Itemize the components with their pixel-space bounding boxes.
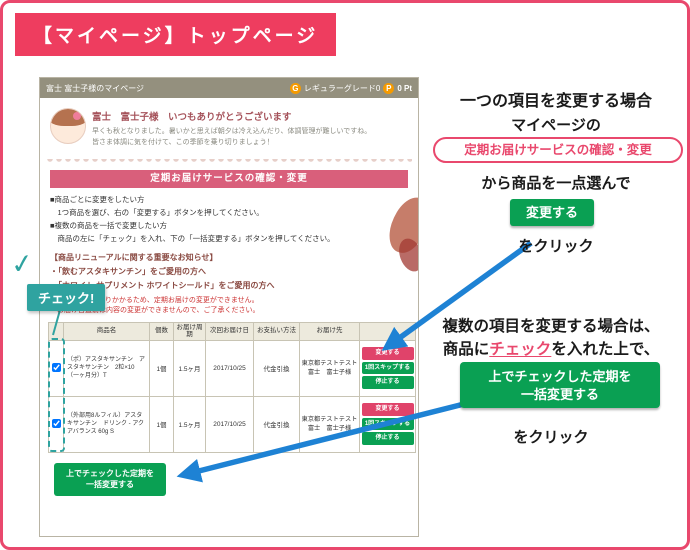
row1-cycle: 1.5ヶ月 xyxy=(173,339,206,397)
table-row: （外部用8ルフィル）アスタキサンチン ドリンク ‐ アクアバランス 60g S … xyxy=(48,395,416,453)
greeting-message-1: 早くも秋となりました。暑いかと思えば朝夕は冷え込んだり、体調管理が難しいですね。 xyxy=(92,128,372,135)
row1-change-button[interactable]: 変更する xyxy=(361,347,414,360)
section-banner: 定期お届けサービスの確認・変更 xyxy=(50,170,408,188)
notice-block: 【商品リニューアルに関する重要なお知らせ】 ・「飲むアスタキサンチン」をご愛用の… xyxy=(40,248,418,294)
col-actions xyxy=(359,321,416,341)
row1-checkbox[interactable] xyxy=(51,362,61,372)
multi-change-line: 商品にチェックを入れた上で、 xyxy=(415,337,687,359)
greeting-section: 富士 富士子様 いつもありがとうございます 早くも秋となりました。暑いかと思えば… xyxy=(40,98,418,168)
bulk-change-button[interactable]: 上でチェックした定期を 一括変更する xyxy=(54,462,166,496)
notice-link-2[interactable]: ・「ホワイト サプリメント ホワイトシールド」をご愛用の方へ xyxy=(50,281,275,291)
single-change-line-2: から商品を一点選んで xyxy=(481,175,631,192)
bulk-example-line-1: 上でチェックした定期を xyxy=(488,369,632,384)
row2-stop-button[interactable]: 停止する xyxy=(361,432,414,445)
bulk-change-button-line-2: 一括変更する xyxy=(86,480,134,490)
row2-qty: 1個 xyxy=(149,395,174,453)
row1-payment: 代金引換 xyxy=(253,339,300,397)
row2-product-name: （外部用8ルフィル）アスタキサンチン ドリンク ‐ アクアバランス 60g S xyxy=(63,395,150,453)
col-cycle: お届け周期 xyxy=(173,321,206,341)
multi-change-heading: 複数の項目を変更する場合は、 xyxy=(442,318,660,335)
subscription-table-wrap: 商品名 個数 お届け周期 次回お届け日 お支払い方法 お届け先 （ポ）アスタキサ… xyxy=(48,321,416,453)
grade-badge-label: レギュラーグレード0 xyxy=(303,83,381,93)
col-qty: 個数 xyxy=(149,321,174,341)
avatar-bow xyxy=(73,112,81,120)
table-header-row: 商品名 個数 お届け周期 次回お届け日 お支払い方法 お届け先 xyxy=(48,321,416,341)
row1-stop-button[interactable]: 停止する xyxy=(361,376,414,389)
service-name-pill: 定期お届けサービスの確認・変更 xyxy=(433,137,683,163)
bulk-change-button-line-1: 上でチェックした定期を xyxy=(66,468,154,478)
site-header: 富士 富士子様のマイページ G レギュラーグレード0 P 0 Pt xyxy=(40,78,418,98)
bulk-example-line-2: 一括変更する xyxy=(520,386,599,402)
instruction-line-4: 商品の左に「チェック」を入れ、下の「一括変更する」ボタンを押してください。 xyxy=(50,234,335,244)
row2-skip-button[interactable]: 1回スキップする xyxy=(361,417,414,431)
row1-qty: 1個 xyxy=(149,339,174,397)
wavy-divider xyxy=(46,159,412,165)
col-next-date: 次回お届け日 xyxy=(205,321,254,341)
warning-text: ※出荷の準備にとりかかるため、定期お届けの変更ができません。 お届け日直前は内容… xyxy=(40,294,418,317)
row1-next-date: 2017/10/25 xyxy=(205,339,254,397)
point-badge-label: 0 Pt xyxy=(397,83,412,93)
multi-line-prefix: 商品に xyxy=(442,341,490,358)
instructions-block: ■商品ごとに変更をしたい方 1つ商品を選び、右の「変更する」ボタンを押してくださ… xyxy=(40,188,418,248)
notice-title: 【商品リニューアルに関する重要なお知らせ】 xyxy=(50,252,218,262)
col-checkbox xyxy=(48,321,64,341)
multi-click-label: をクリック xyxy=(513,429,589,446)
instruction-line-1: ■商品ごとに変更をしたい方 xyxy=(50,195,145,204)
subscription-table: 商品名 個数 お届け周期 次回お届け日 お支払い方法 お届け先 （ポ）アスタキサ… xyxy=(48,321,416,453)
check-icon: ✓ xyxy=(8,247,36,281)
instruction-line-3: ■複数の商品を一括で変更したい方 xyxy=(50,221,168,231)
single-change-line-1: マイページの xyxy=(511,117,601,134)
grade-badge-icon: G xyxy=(289,82,301,94)
table-row: （ポ）アスタキサンチン アスタキサンチン 2粒×10（一ヶ月分）T 1個 1.5… xyxy=(48,339,416,397)
col-address: お届け先 xyxy=(299,321,360,341)
avatar xyxy=(50,108,86,144)
warning-line-2: お届け日直前は内容の変更ができませんので、ご了承ください。 xyxy=(50,307,260,315)
warning-line-1: ※出荷の準備にとりかかるため、定期お届けの変更ができません。 xyxy=(50,296,259,304)
notice-link-1[interactable]: ・「飲むアスタキサンチン」をご愛用の方へ xyxy=(50,266,206,276)
row2-next-date: 2017/10/25 xyxy=(205,395,254,453)
multi-line-highlight: チェック xyxy=(489,341,552,358)
row2-address-1: 東京都テストテスト xyxy=(301,415,358,423)
col-product: 商品名 xyxy=(63,321,150,341)
row2-address-2: 富士 富士子様 xyxy=(307,425,352,433)
row2-payment: 代金引換 xyxy=(253,395,300,453)
single-click-label: をクリック xyxy=(518,238,594,255)
col-payment: お支払い方法 xyxy=(253,321,300,341)
bulk-change-button-example[interactable]: 上でチェックした定期を 一括変更する xyxy=(460,362,660,408)
row2-change-button[interactable]: 変更する xyxy=(361,403,414,416)
row2-cycle: 1.5ヶ月 xyxy=(173,395,206,453)
row2-checkbox[interactable] xyxy=(51,418,61,428)
single-change-heading: 一つの項目を変更する場合 xyxy=(459,93,652,110)
instruction-line-2: 1つ商品を選び、右の「変更する」ボタンを押してください。 xyxy=(50,208,264,218)
greeting-message-2: 皆さま体調に気を付けて、この季節を乗り切りましょう！ xyxy=(92,138,274,146)
multi-line-suffix: を入れた上で、 xyxy=(551,341,660,358)
point-badge-icon: P xyxy=(383,82,395,94)
page-title: 【マイページ】トップページ xyxy=(15,13,337,56)
row1-address-2: 富士 富士子様 xyxy=(307,369,352,377)
change-button-example[interactable]: 変更する xyxy=(510,199,594,226)
site-header-title: 富士 富士子様のマイページ xyxy=(46,83,145,93)
row1-product-name: （ポ）アスタキサンチン アスタキサンチン 2粒×10（一ヶ月分）T xyxy=(63,339,150,397)
greeting-name: 富士 富士子様 いつもありがとうございます xyxy=(92,112,292,123)
row1-skip-button[interactable]: 1回スキップする xyxy=(361,361,414,375)
row1-address-1: 東京都テストテスト xyxy=(301,359,358,367)
check-callout-label: チェック! xyxy=(27,284,106,311)
